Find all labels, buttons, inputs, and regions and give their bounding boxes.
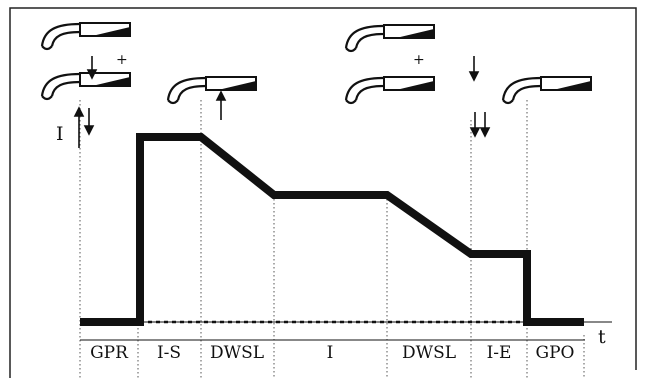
welding-torch-icon — [40, 71, 132, 101]
trigger-arrow-icon — [73, 106, 85, 148]
plus-sign: + — [413, 52, 425, 68]
welding-torch-icon — [344, 75, 436, 105]
welding-torch-icon — [501, 75, 593, 105]
frame — [9, 7, 637, 378]
phase-guides — [79, 100, 585, 379]
trigger-arrow-icon — [215, 90, 227, 120]
phase-label-i-e: I-E — [487, 343, 512, 363]
phase-labels: GPR I-S DWSL I DWSL I-E GPO — [90, 343, 574, 363]
trigger-arrow-icon — [86, 56, 98, 80]
welding-torch-icon — [166, 75, 258, 105]
trigger-arrow-icon — [468, 56, 480, 82]
phase-label-i: I — [327, 343, 334, 363]
trigger-arrow-icon — [469, 112, 481, 138]
welding-torch-icon — [344, 23, 436, 53]
phase-label-gpo: GPO — [536, 343, 575, 363]
plus-sign: + — [116, 52, 128, 68]
welding-torch-icon — [40, 21, 132, 51]
phase-label-i-s: I-S — [157, 343, 181, 363]
phase-label-dwsl: DWSL — [210, 343, 264, 363]
phase-label-dwsl: DWSL — [402, 343, 456, 363]
y-axis-label: I — [56, 123, 64, 145]
current-waveform — [80, 133, 584, 326]
x-axis-label: t — [598, 326, 606, 348]
phase-label-gpr: GPR — [90, 343, 129, 363]
trigger-arrow-icon — [83, 108, 95, 136]
trigger-arrow-icon — [479, 112, 491, 138]
